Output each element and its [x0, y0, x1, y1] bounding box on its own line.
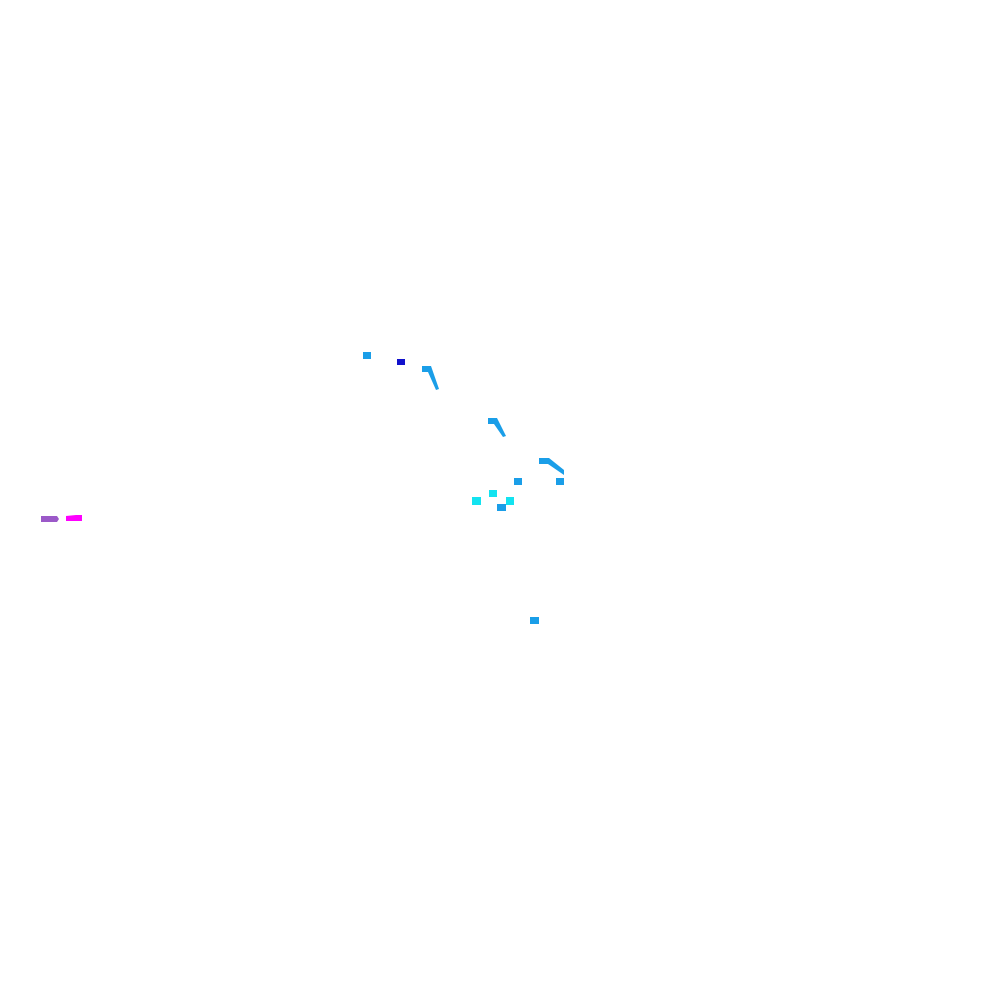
cyan-dot-mark — [489, 490, 497, 497]
purple-dash-mark — [41, 516, 59, 522]
dark-blue-dot-mark — [397, 359, 405, 365]
magenta-dash-mark — [66, 515, 82, 521]
cyan-dot-mark — [506, 497, 514, 505]
sky-blue-dot-mark — [514, 478, 522, 485]
sky-blue-dot-mark — [363, 352, 371, 359]
sky-blue-dot-mark — [530, 617, 539, 624]
marks-layer — [41, 352, 564, 624]
cyan-dot-mark — [472, 497, 481, 505]
sky-blue-dot-mark — [556, 478, 564, 485]
sky-blue-streak-mark — [422, 366, 439, 390]
sky-blue-streak-mark — [539, 458, 564, 475]
sky-blue-dot-mark — [497, 504, 506, 511]
sky-blue-streak-mark — [488, 418, 506, 437]
